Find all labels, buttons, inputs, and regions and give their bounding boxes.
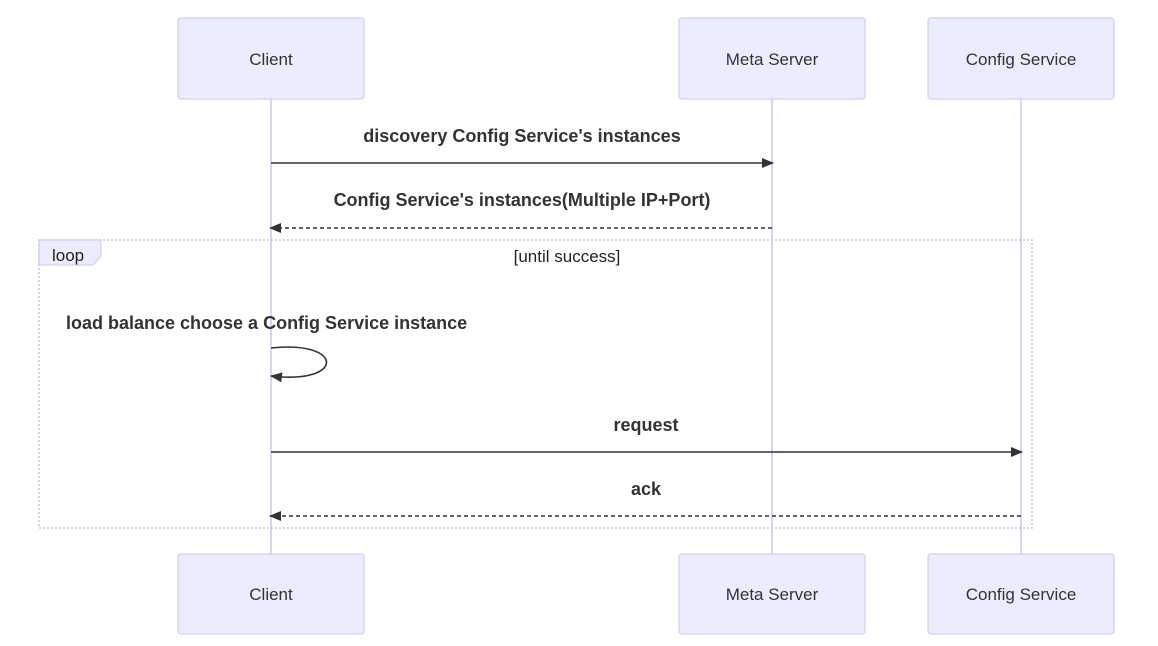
- actor-config-service-top: Config Service: [927, 17, 1115, 100]
- message-label: discovery Config Service's instances: [363, 126, 680, 146]
- message-label: request: [613, 415, 678, 435]
- self-call-arrow: [270, 346, 328, 383]
- actor-label: Client: [249, 50, 293, 69]
- actor-label: Meta Server: [726, 50, 819, 69]
- message-instances-reply: Config Service's instances(Multiple IP+P…: [269, 190, 772, 233]
- loop-border: [38, 239, 1033, 529]
- actor-label: Meta Server: [726, 585, 819, 604]
- message-ack: ack: [269, 479, 1021, 521]
- message-label: Config Service's instances(Multiple IP+P…: [334, 190, 711, 210]
- actor-label: Client: [249, 585, 293, 604]
- loop-label: loop: [52, 246, 84, 265]
- actor-meta-server-top: Meta Server: [678, 17, 866, 100]
- actor-client-top: Client: [177, 17, 365, 100]
- message-label: load balance choose a Config Service ins…: [66, 313, 467, 333]
- loop-frame: loop [until success]: [38, 239, 1033, 529]
- message-label: ack: [631, 479, 662, 499]
- actor-label: Config Service: [966, 585, 1077, 604]
- actor-config-service-bottom: Config Service: [927, 553, 1115, 635]
- message-request: request: [271, 415, 1023, 457]
- actor-client-bottom: Client: [177, 553, 365, 635]
- actor-meta-server-bottom: Meta Server: [678, 553, 866, 635]
- message-discovery: discovery Config Service's instances: [271, 126, 774, 168]
- message-load-balance: load balance choose a Config Service ins…: [66, 313, 467, 383]
- loop-tab: [38, 239, 102, 266]
- actor-label: Config Service: [966, 50, 1077, 69]
- loop-condition: [until success]: [514, 247, 621, 266]
